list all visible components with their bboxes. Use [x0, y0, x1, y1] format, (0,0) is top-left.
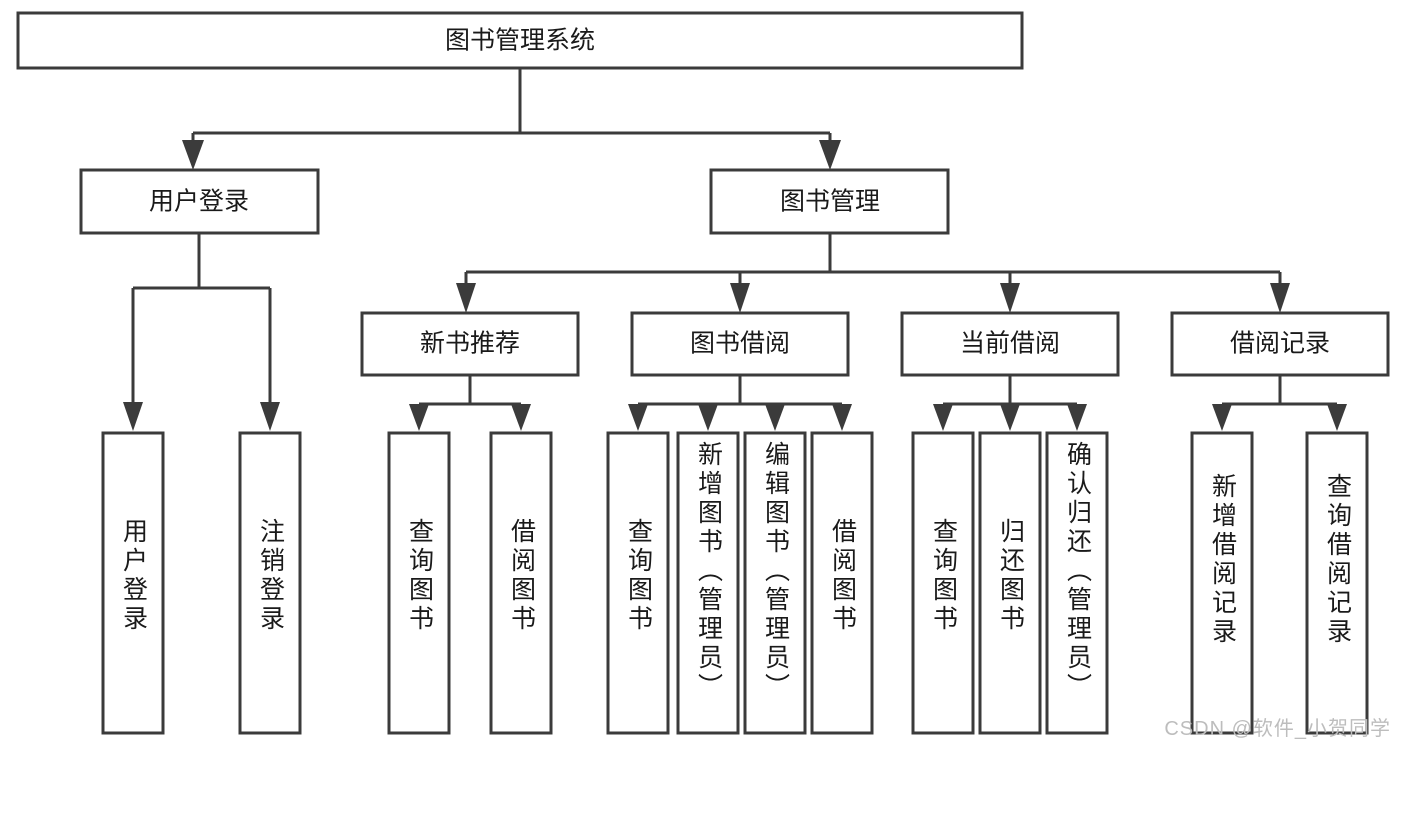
tree-diagram-svg: 图书管理系统 用户登录 图书管理 新书推荐 图书借阅 当前借阅 借阅记录 — [16, 11, 1390, 735]
node-box-book-borrow[interactable] — [630, 311, 850, 377]
connectors-root-to-level2 — [182, 68, 841, 170]
connectors-userlogin-to-leaves — [123, 233, 280, 431]
arrow-to-new-book-rec — [456, 283, 476, 313]
node-box-user-login[interactable] — [79, 168, 320, 235]
node-box-new-book-recommend[interactable] — [360, 311, 580, 377]
leaf-box-borrow-book-2[interactable] — [810, 431, 874, 735]
arrow-to-user-login — [182, 140, 204, 170]
leaf-boxes — [101, 431, 1369, 735]
leaf-box-add-record[interactable] — [1190, 431, 1254, 735]
leaf-box-add-book[interactable] — [676, 431, 740, 735]
node-box-book-manage[interactable] — [709, 168, 950, 235]
connectors-bookmanage-to-level3 — [456, 233, 1290, 313]
hierarchy-diagram: 图书管理系统 用户登录 图书管理 新书推荐 图书借阅 当前借阅 借阅记录 — [16, 11, 1391, 740]
leaf-box-confirm-return[interactable] — [1045, 431, 1109, 735]
arrow-to-leaf-borrow-book-1 — [511, 404, 531, 431]
node-box-current-borrow[interactable] — [900, 311, 1120, 377]
leaf-box-query-record[interactable] — [1305, 431, 1369, 735]
arrow-to-leaf-query-record — [1327, 404, 1347, 431]
node-label-root: 图书管理系统 — [445, 27, 595, 55]
node-book-manage[interactable]: 图书管理 — [709, 168, 950, 235]
node-label-user-login: 用户登录 — [149, 188, 249, 216]
arrow-to-leaf-user-login — [123, 402, 143, 431]
node-box-borrow-record[interactable] — [1170, 311, 1390, 377]
node-label-book-manage: 图书管理 — [780, 188, 880, 216]
arrow-to-leaf-query-book-3 — [933, 404, 953, 431]
arrow-to-leaf-add-record — [1212, 404, 1232, 431]
leaf-box-query-book-3[interactable] — [911, 431, 975, 735]
arrow-to-leaf-query-book-2 — [628, 404, 648, 431]
arrow-to-book-manage — [819, 140, 841, 170]
node-new-book-recommend[interactable]: 新书推荐 — [360, 311, 580, 377]
arrow-to-leaf-return-book — [1000, 404, 1020, 431]
leaf-box-query-book-1[interactable] — [387, 431, 451, 735]
leaf-box-edit-book[interactable] — [743, 431, 807, 735]
leaf-box-return-book[interactable] — [978, 431, 1042, 735]
node-book-borrow[interactable]: 图书借阅 — [630, 311, 850, 377]
arrow-to-leaf-confirm-return — [1067, 404, 1087, 431]
node-label-new-book-recommend: 新书推荐 — [420, 330, 520, 358]
leaf-box-logout[interactable] — [238, 431, 302, 735]
node-label-current-borrow: 当前借阅 — [960, 330, 1060, 358]
arrow-to-leaf-query-book-1 — [409, 404, 429, 431]
csdn-watermark: CSDN @软件_小贺同学 — [1164, 718, 1391, 740]
node-label-book-borrow: 图书借阅 — [690, 330, 790, 358]
leaf-box-borrow-book-1[interactable] — [489, 431, 553, 735]
node-box-root[interactable] — [16, 11, 1024, 70]
arrow-to-leaf-logout — [260, 402, 280, 431]
node-current-borrow[interactable]: 当前借阅 — [900, 311, 1120, 377]
connectors-group-currentborrow — [933, 375, 1087, 431]
node-borrow-record[interactable]: 借阅记录 — [1170, 311, 1390, 377]
arrow-to-leaf-edit-book — [765, 404, 785, 431]
connectors-group-borrowrecord — [1212, 375, 1347, 431]
node-label-borrow-record: 借阅记录 — [1230, 330, 1330, 358]
node-root-system[interactable]: 图书管理系统 — [16, 11, 1024, 70]
arrow-to-leaf-borrow-book-2 — [832, 404, 852, 431]
arrow-to-current-borrow — [1000, 283, 1020, 313]
arrow-to-leaf-add-book — [698, 404, 718, 431]
arrow-to-borrow-record — [1270, 283, 1290, 313]
arrow-to-book-borrow — [730, 283, 750, 313]
node-user-login[interactable]: 用户登录 — [79, 168, 320, 235]
connectors-group-bookborrow — [628, 375, 852, 431]
leaf-box-query-book-2[interactable] — [606, 431, 670, 735]
connectors-group-newbook — [409, 375, 531, 431]
leaf-box-user-login[interactable] — [101, 431, 165, 735]
